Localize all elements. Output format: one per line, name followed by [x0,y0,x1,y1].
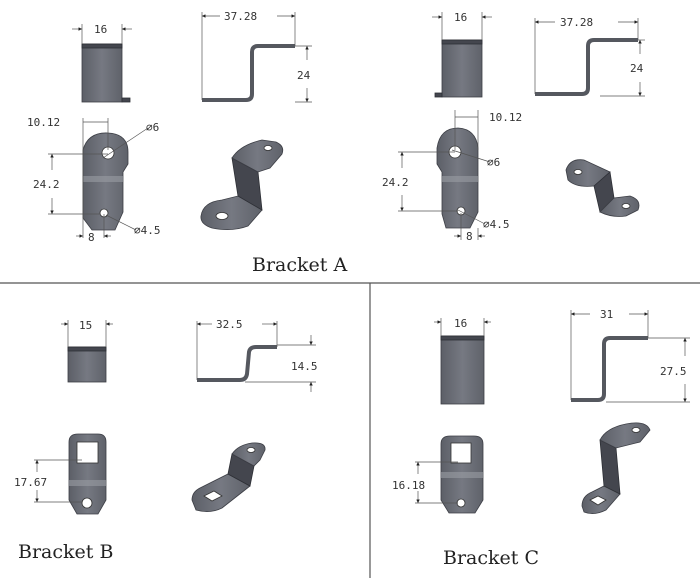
isometric-view [565,159,640,217]
hole-offset-dimension: 10.12 [27,116,60,129]
isometric-view [191,442,266,512]
side-view: 31 27.5 [570,308,690,403]
isometric-view [200,139,284,230]
bracket-a-right: 16 37.28 24 10.12 24.2 8 ⌀6 [382,11,645,243]
big-hole-diameter: ⌀6 [487,156,500,169]
bottom-width-dimension: 8 [466,230,473,243]
width-dimension: 15 [79,319,92,332]
length-dimension: 37.28 [224,10,257,23]
bottom-width-dimension: 8 [88,231,95,244]
hole-spacing-dimension: 17.67 [14,476,47,489]
flat-view: 10.12 24.2 8 ⌀6 ⌀4.5 [27,116,161,244]
height-dimension: 24 [297,69,311,82]
length-dimension: 37.28 [560,16,593,29]
bracket-a-left: 16 37.28 24 10.12 24.2 8 ⌀6 [27,10,312,244]
hole-spacing-dimension: 16.18 [392,479,425,492]
front-view: 16 [432,11,492,98]
width-dimension: 16 [454,317,467,330]
front-view: 15 [61,319,113,383]
hole-spacing-dimension: 24.2 [33,178,60,191]
bracket-b-title: Bracket B [18,541,113,563]
hole-offset-dimension: 10.12 [489,111,522,124]
front-view: 16 [72,23,132,103]
length-dimension: 32.5 [216,318,243,331]
isometric-view [581,422,651,514]
bracket-a-title: Bracket A [252,254,347,276]
side-view: 37.28 24 [201,10,312,103]
bracket-b: 15 32.5 14.5 17.67 [14,318,318,515]
bracket-c-title: Bracket C [443,547,539,569]
width-dimension: 16 [94,23,107,36]
side-view: 32.5 14.5 [196,318,318,392]
flat-view: 16.18 [392,435,484,514]
width-dimension: 16 [454,11,467,24]
length-dimension: 31 [600,308,613,321]
hole-spacing-dimension: 24.2 [382,176,409,189]
small-hole-diameter: ⌀4.5 [483,218,510,231]
height-dimension: 27.5 [660,365,687,378]
small-hole-diameter: ⌀4.5 [134,224,161,237]
flat-view: 17.67 [14,433,107,515]
front-view: 16 [434,317,491,405]
side-view: 37.28 24 [534,16,645,97]
height-dimension: 14.5 [291,360,318,373]
bracket-c: 16 31 27.5 16.18 [392,308,690,514]
flat-view: 10.12 24.2 8 ⌀6 ⌀4.5 [382,110,522,243]
big-hole-diameter: ⌀6 [146,121,159,134]
height-dimension: 24 [630,62,644,75]
